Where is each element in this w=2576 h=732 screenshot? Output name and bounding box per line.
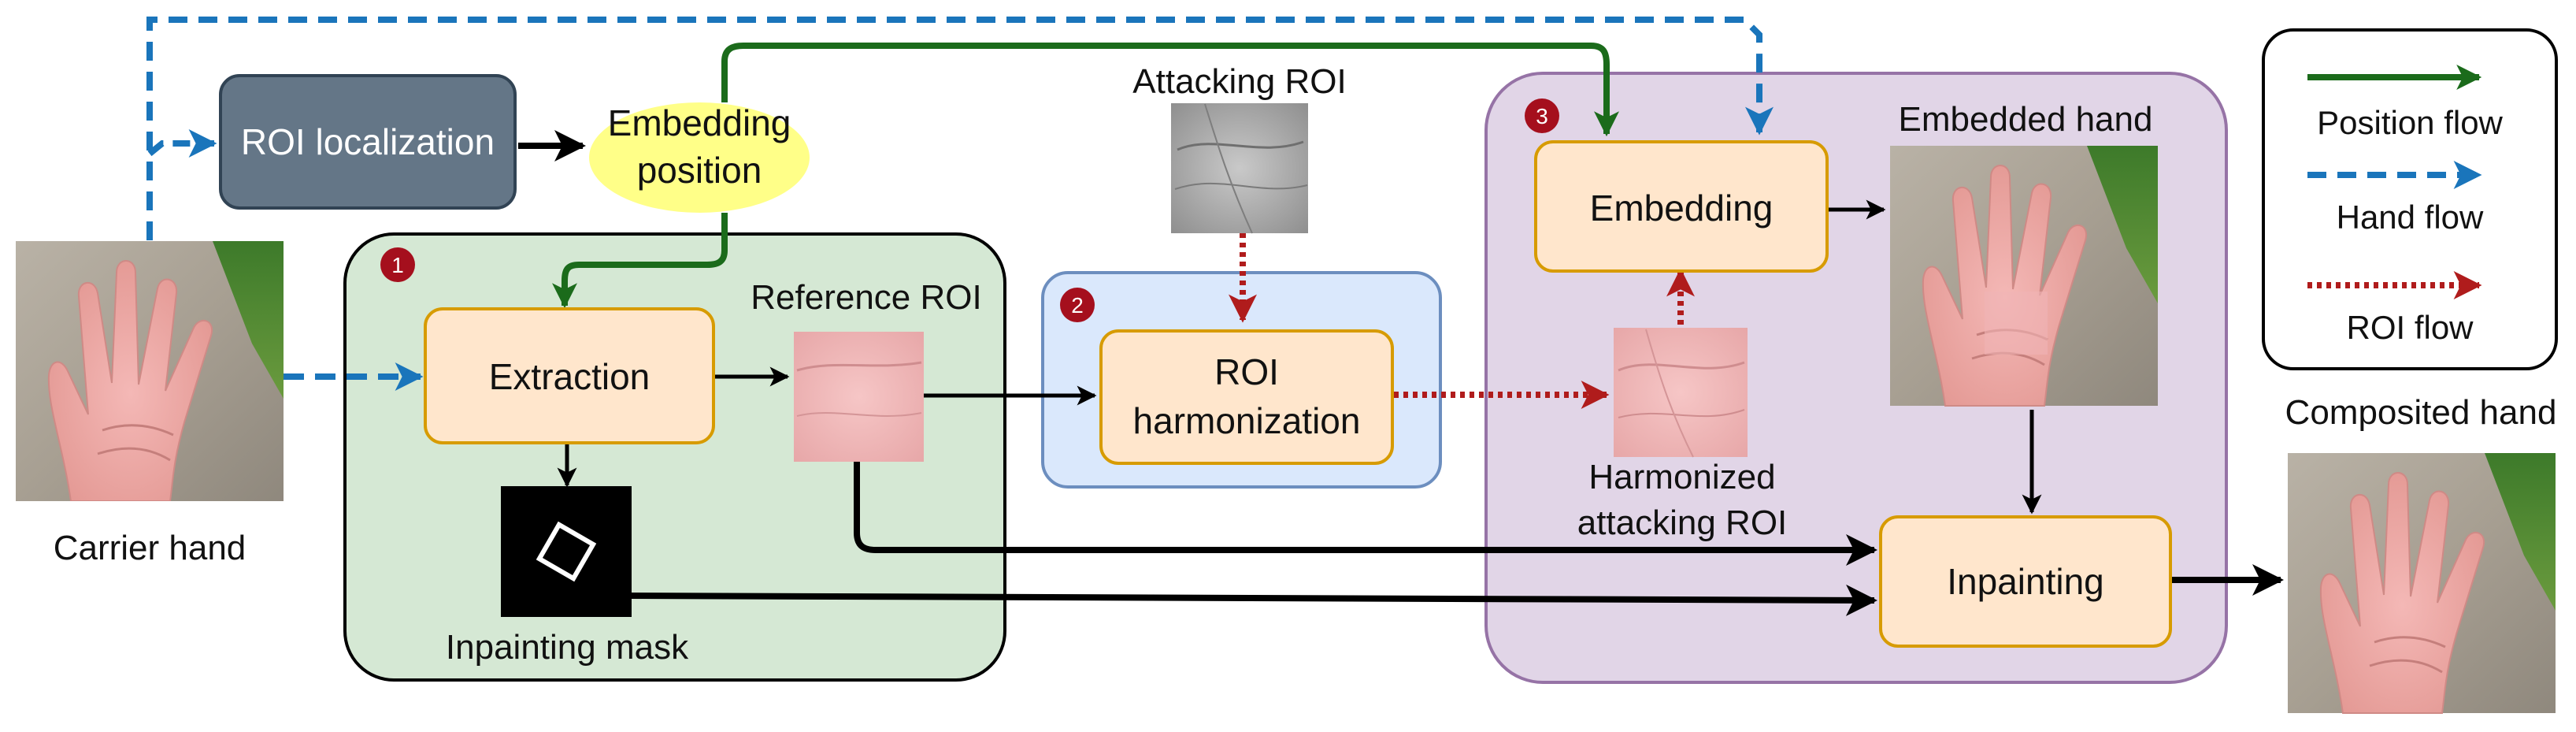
roi-localization-label: ROI localization [241, 121, 495, 162]
position-flow-to-extraction [552, 213, 728, 309]
roi-localization-node[interactable]: ROI localization [219, 74, 517, 210]
harmonized-attacking-roi-image [1614, 328, 1748, 458]
svg-text:1: 1 [391, 253, 404, 277]
harmonized-attacking-roi-label-line1: Harmonized [1588, 458, 1775, 496]
embedding-position-label-line2: position [637, 150, 762, 191]
position-flow-top [721, 43, 1619, 137]
reference-roi-image [794, 332, 924, 462]
stage3-badge: 3 [1525, 98, 1559, 133]
hand-flow-top-line [146, 17, 1774, 240]
stage2-badge: 2 [1060, 288, 1095, 322]
svg-text:2: 2 [1071, 293, 1084, 318]
stage1-badge: 1 [380, 247, 415, 282]
embedded-hand-image [1890, 144, 2158, 407]
carrier-hand-label: Carrier hand [54, 529, 246, 567]
legend-roi-flow-label: ROI flow [2346, 309, 2474, 346]
composited-hand-image [2288, 451, 2556, 715]
legend: Position flow Hand flow ROI flow [2262, 28, 2558, 370]
extraction-node[interactable]: Extraction [424, 307, 715, 444]
extraction-label: Extraction [489, 356, 650, 397]
svg-text:3: 3 [1536, 104, 1548, 128]
attacking-roi-label: Attacking ROI [1132, 62, 1346, 101]
legend-position-flow-label: Position flow [2317, 104, 2503, 141]
roi-harmonization-label-line1: ROI [1214, 351, 1279, 392]
inpainting-mask-label: Inpainting mask [446, 628, 689, 667]
inpainting-label: Inpainting [1947, 561, 2104, 602]
composited-hand-label: Composited hand [2285, 393, 2557, 432]
legend-hand-flow-label: Hand flow [2337, 199, 2484, 236]
embedding-position-label-line1: Embedding [608, 102, 791, 143]
inpainting-mask-image [501, 486, 632, 617]
hand-flow-to-localization [147, 129, 217, 158]
embedding-position-node[interactable]: Embedding position [589, 102, 810, 213]
roi-harmonization-node[interactable]: ROI harmonization [1099, 329, 1394, 465]
embedded-hand-label: Embedded hand [1899, 100, 2153, 139]
harmonized-attacking-roi-label-line2: attacking ROI [1577, 503, 1788, 542]
carrier-hand-image [16, 241, 284, 501]
arrow-reference-to-inpainting [854, 462, 1877, 566]
inpainting-node[interactable]: Inpainting [1879, 515, 2172, 648]
embedding-node[interactable]: Embedding [1534, 140, 1829, 273]
arrow-mask-to-inpainting [629, 584, 1877, 616]
roi-harmonization-label-line2: harmonization [1133, 400, 1361, 441]
attacking-roi-image [1171, 103, 1308, 234]
reference-roi-label: Reference ROI [751, 278, 981, 317]
embedding-label: Embedding [1590, 188, 1774, 229]
